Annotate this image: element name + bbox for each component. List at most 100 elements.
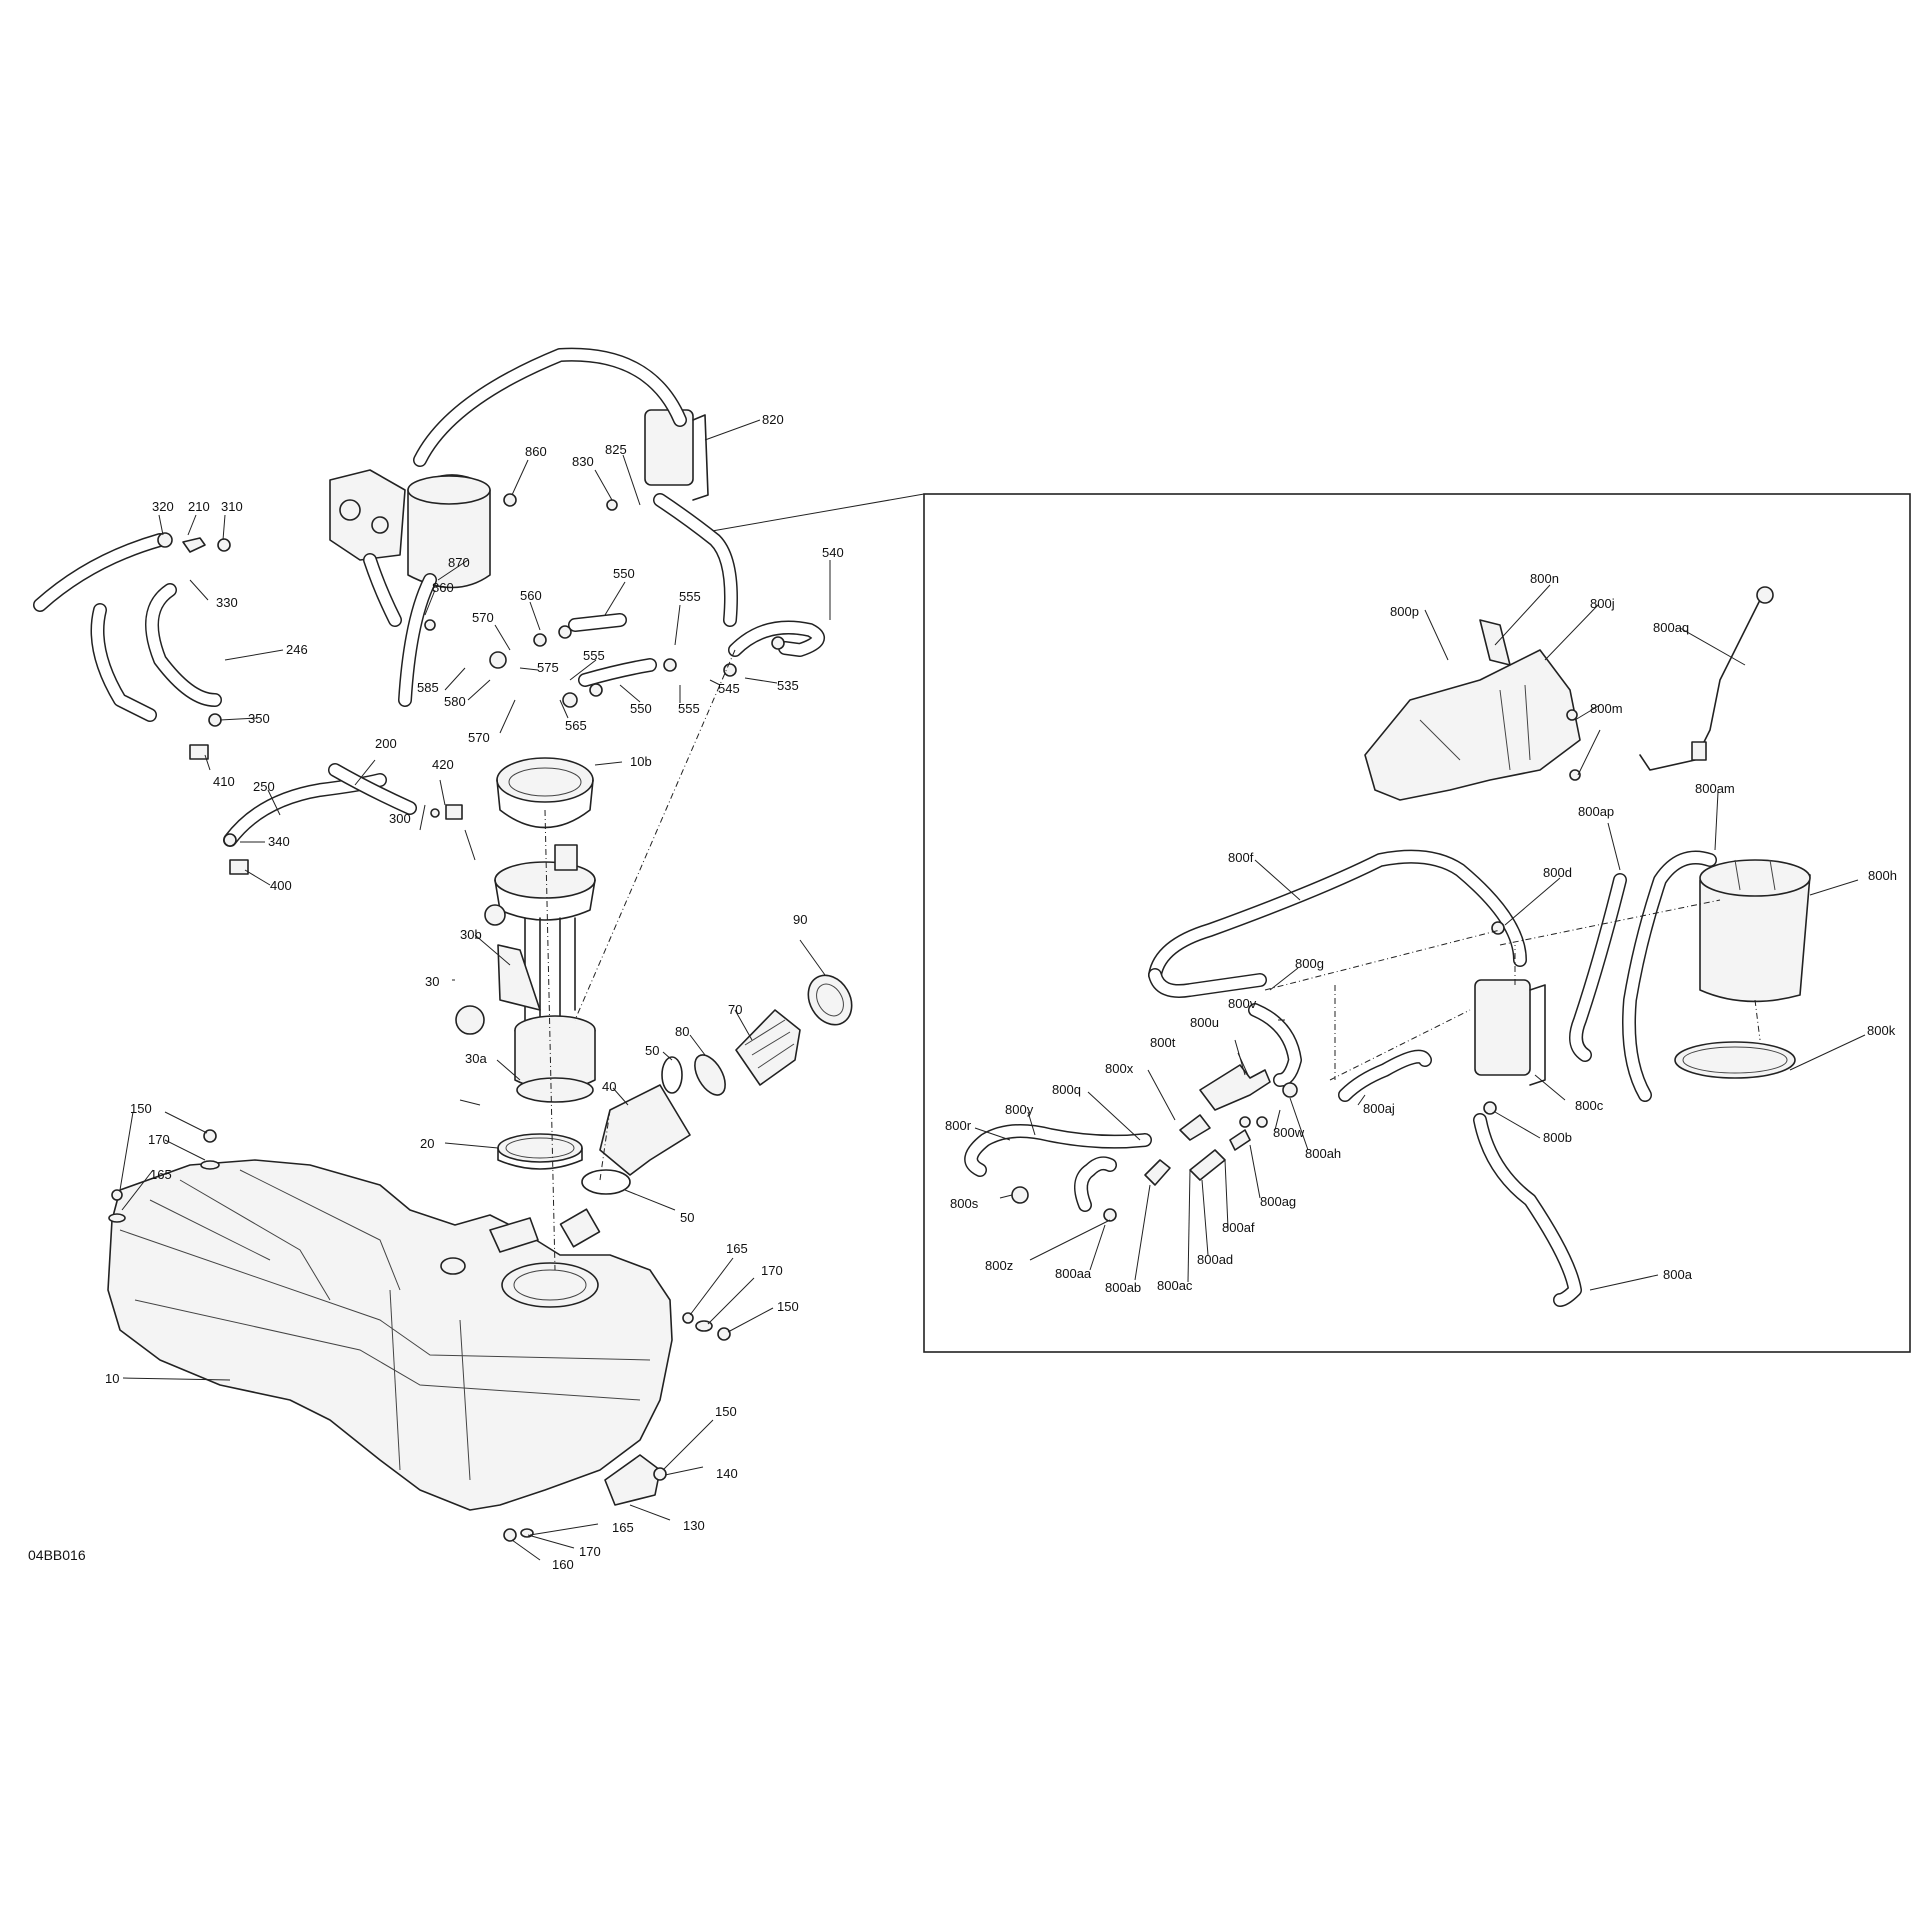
- callout-300: 300: [389, 811, 411, 826]
- callout-150-b: 150: [777, 1299, 799, 1314]
- callout-800af: 800af: [1222, 1220, 1255, 1235]
- callout-90: 90: [793, 912, 807, 927]
- callout-800a: 800a: [1663, 1267, 1693, 1282]
- callout-170-a: 170: [148, 1132, 170, 1147]
- callout-246: 246: [286, 642, 308, 657]
- inset-fuel-filter-800t: [1011, 709, 1581, 1222]
- fuel-lines-550-540: [424, 493, 825, 708]
- callout-800ag: 800ag: [1260, 1194, 1296, 1209]
- callout-350: 350: [248, 711, 270, 726]
- filler-cap-90: [807, 974, 853, 1026]
- callout-800s: 800s: [950, 1196, 979, 1211]
- left-hoses: [33, 532, 463, 875]
- inset-wire-harness-800aq: [1639, 586, 1774, 771]
- tank-fasteners: [108, 1129, 731, 1542]
- callout-800aq: 800aq: [1653, 620, 1689, 635]
- callout-800ah: 800ah: [1305, 1146, 1341, 1161]
- callout-30: 30: [425, 974, 439, 989]
- callout-800am: 800am: [1695, 781, 1735, 796]
- callout-800q: 800q: [1052, 1082, 1081, 1097]
- callout-170-c: 170: [579, 1544, 601, 1559]
- callout-210: 210: [188, 499, 210, 514]
- gasket-20: [497, 1133, 583, 1170]
- callout-570-b: 570: [468, 730, 490, 745]
- tank-bracket: [604, 1454, 661, 1506]
- callout-800z: 800z: [985, 1258, 1013, 1273]
- callout-800m: 800m: [1590, 701, 1623, 716]
- callout-800y: 800y: [1005, 1102, 1034, 1117]
- canister-assembly: [329, 469, 491, 589]
- callout-150-a: 150: [130, 1101, 152, 1116]
- callout-555-c: 555: [678, 701, 700, 716]
- callout-10b: 10b: [630, 754, 652, 769]
- inset-valve-800c: [1474, 979, 1546, 1086]
- callout-40: 40: [602, 1079, 616, 1094]
- callout-555-b: 555: [583, 648, 605, 663]
- callout-800d: 800d: [1543, 865, 1572, 880]
- callout-860-a: 860: [525, 444, 547, 459]
- callout-10: 10: [105, 1371, 119, 1386]
- callout-340: 340: [268, 834, 290, 849]
- callout-30b: 30b: [460, 927, 482, 942]
- callout-575: 575: [537, 660, 559, 675]
- callout-570-a: 570: [472, 610, 494, 625]
- callout-555-a: 555: [679, 589, 701, 604]
- callout-545: 545: [718, 681, 740, 696]
- callout-310: 310: [221, 499, 243, 514]
- callout-30a: 30a: [465, 1051, 487, 1066]
- callout-170-b: 170: [761, 1263, 783, 1278]
- callout-800ab: 800ab: [1105, 1280, 1141, 1295]
- lock-ring-10b: [496, 757, 594, 829]
- inset-bracket-assembly-800j: [1364, 619, 1581, 801]
- callout-800c: 800c: [1575, 1098, 1604, 1113]
- callout-165-c: 165: [612, 1520, 634, 1535]
- callout-535: 535: [777, 678, 799, 693]
- filler-elbow-40: [599, 1084, 691, 1176]
- callout-800j: 800j: [1590, 596, 1615, 611]
- inset-hoses: [964, 849, 1717, 1307]
- filler-hose-70: [735, 1009, 801, 1086]
- callout-800ad: 800ad: [1197, 1252, 1233, 1267]
- callout-585: 585: [417, 680, 439, 695]
- callout-800ap: 800ap: [1578, 804, 1614, 819]
- callout-870: 870: [448, 555, 470, 570]
- callout-830: 830: [572, 454, 594, 469]
- callout-800v: 800v: [1228, 996, 1257, 1011]
- callout-800g: 800g: [1295, 956, 1324, 971]
- clamp-50: [581, 1056, 683, 1195]
- callout-800ac: 800ac: [1157, 1278, 1193, 1293]
- callout-800u: 800u: [1190, 1015, 1219, 1030]
- callout-800aa: 800aa: [1055, 1266, 1092, 1281]
- callout-200: 200: [375, 736, 397, 751]
- callout-860-b: 860: [432, 580, 454, 595]
- callout-labels: 820 825 830 860 860 870 320 210 310 330 …: [28, 412, 1897, 1572]
- callout-400: 400: [270, 878, 292, 893]
- callout-160: 160: [552, 1557, 574, 1572]
- callout-150-c: 150: [715, 1404, 737, 1419]
- callout-800r: 800r: [945, 1118, 972, 1133]
- callout-250: 250: [253, 779, 275, 794]
- fuel-pump-module-30: [455, 844, 596, 1103]
- callout-800p: 800p: [1390, 604, 1419, 619]
- leader-lines: [119, 419, 1866, 1561]
- callout-50-a: 50: [645, 1043, 659, 1058]
- callout-330: 330: [216, 595, 238, 610]
- callout-70: 70: [728, 1002, 742, 1017]
- callout-410: 410: [213, 774, 235, 789]
- vent-hoses: [363, 347, 738, 707]
- callout-580: 580: [444, 694, 466, 709]
- callout-800n: 800n: [1530, 571, 1559, 586]
- callout-800k: 800k: [1867, 1023, 1896, 1038]
- callout-320: 320: [152, 499, 174, 514]
- callout-820: 820: [762, 412, 784, 427]
- callout-550-a: 550: [613, 566, 635, 581]
- callout-800f: 800f: [1228, 850, 1254, 865]
- callout-825: 825: [605, 442, 627, 457]
- detail-inset-frame: [923, 493, 1911, 1353]
- callout-800h: 800h: [1868, 868, 1897, 883]
- callout-800t: 800t: [1150, 1035, 1176, 1050]
- callout-165-a: 165: [150, 1167, 172, 1182]
- callout-560: 560: [520, 588, 542, 603]
- callout-50-b: 50: [680, 1210, 694, 1225]
